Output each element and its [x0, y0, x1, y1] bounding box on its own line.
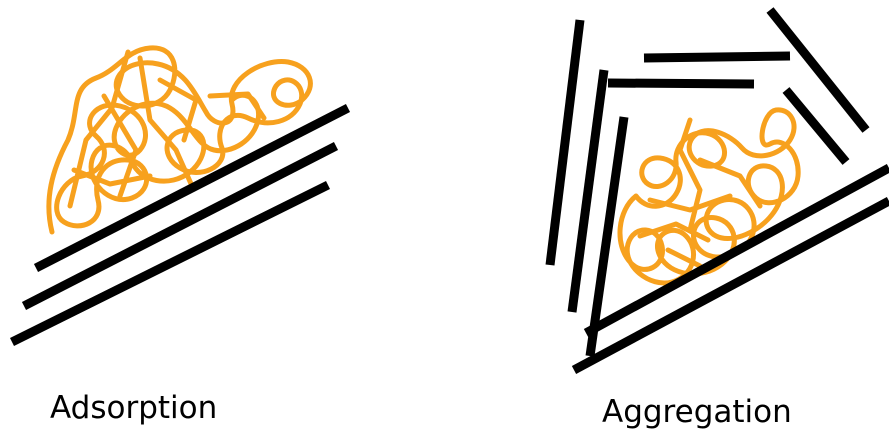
aggregation-panel	[550, 10, 889, 370]
sheet-aggregation-top-upper	[644, 56, 790, 58]
adsorption-panel	[12, 48, 348, 342]
sheet-aggregation-left-outer	[550, 20, 580, 265]
polymer-coil-aggregated	[620, 110, 798, 283]
adsorption-label: Adsorption	[50, 393, 217, 424]
sheet-aggregation-bottom-upper	[586, 168, 889, 333]
aggregation-label: Aggregation	[602, 397, 792, 428]
sheet-aggregation-top-lower	[608, 83, 754, 84]
sheet-adsorption-3	[12, 185, 328, 342]
